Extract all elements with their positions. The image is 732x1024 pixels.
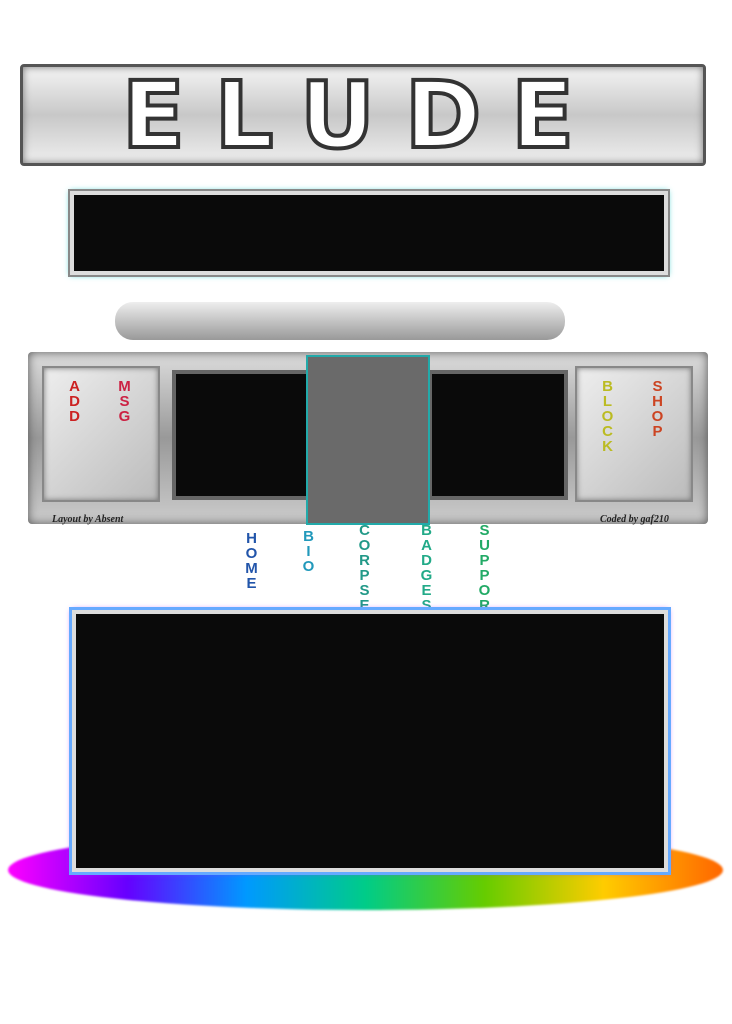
avatar-box bbox=[306, 355, 430, 525]
logo: ELUDE bbox=[20, 60, 706, 171]
header-box bbox=[70, 191, 668, 275]
left-black-box bbox=[172, 370, 312, 500]
nav-bio[interactable]: BIO bbox=[300, 528, 317, 573]
nav-home[interactable]: HOME bbox=[243, 530, 260, 590]
block-link[interactable]: BLOCK bbox=[599, 378, 616, 453]
main-content-box bbox=[72, 610, 668, 872]
nav-corpses[interactable]: CORPSES bbox=[356, 522, 373, 627]
add-link[interactable]: ADD bbox=[66, 378, 83, 423]
right-black-box bbox=[428, 370, 568, 500]
layout-credit: Layout by Absent bbox=[52, 514, 124, 525]
code-credit: Coded by gaf210 bbox=[600, 514, 669, 525]
nav-badges[interactable]: BADGES bbox=[418, 522, 435, 612]
msg-link[interactable]: MSG bbox=[116, 378, 133, 423]
pipe-decoration bbox=[115, 302, 565, 340]
shop-link[interactable]: SHOP bbox=[649, 378, 666, 438]
left-panel: ADD MSG bbox=[42, 366, 160, 502]
right-panel: BLOCK SHOP bbox=[575, 366, 693, 502]
nav-support[interactable]: SUPPORT bbox=[476, 522, 493, 627]
